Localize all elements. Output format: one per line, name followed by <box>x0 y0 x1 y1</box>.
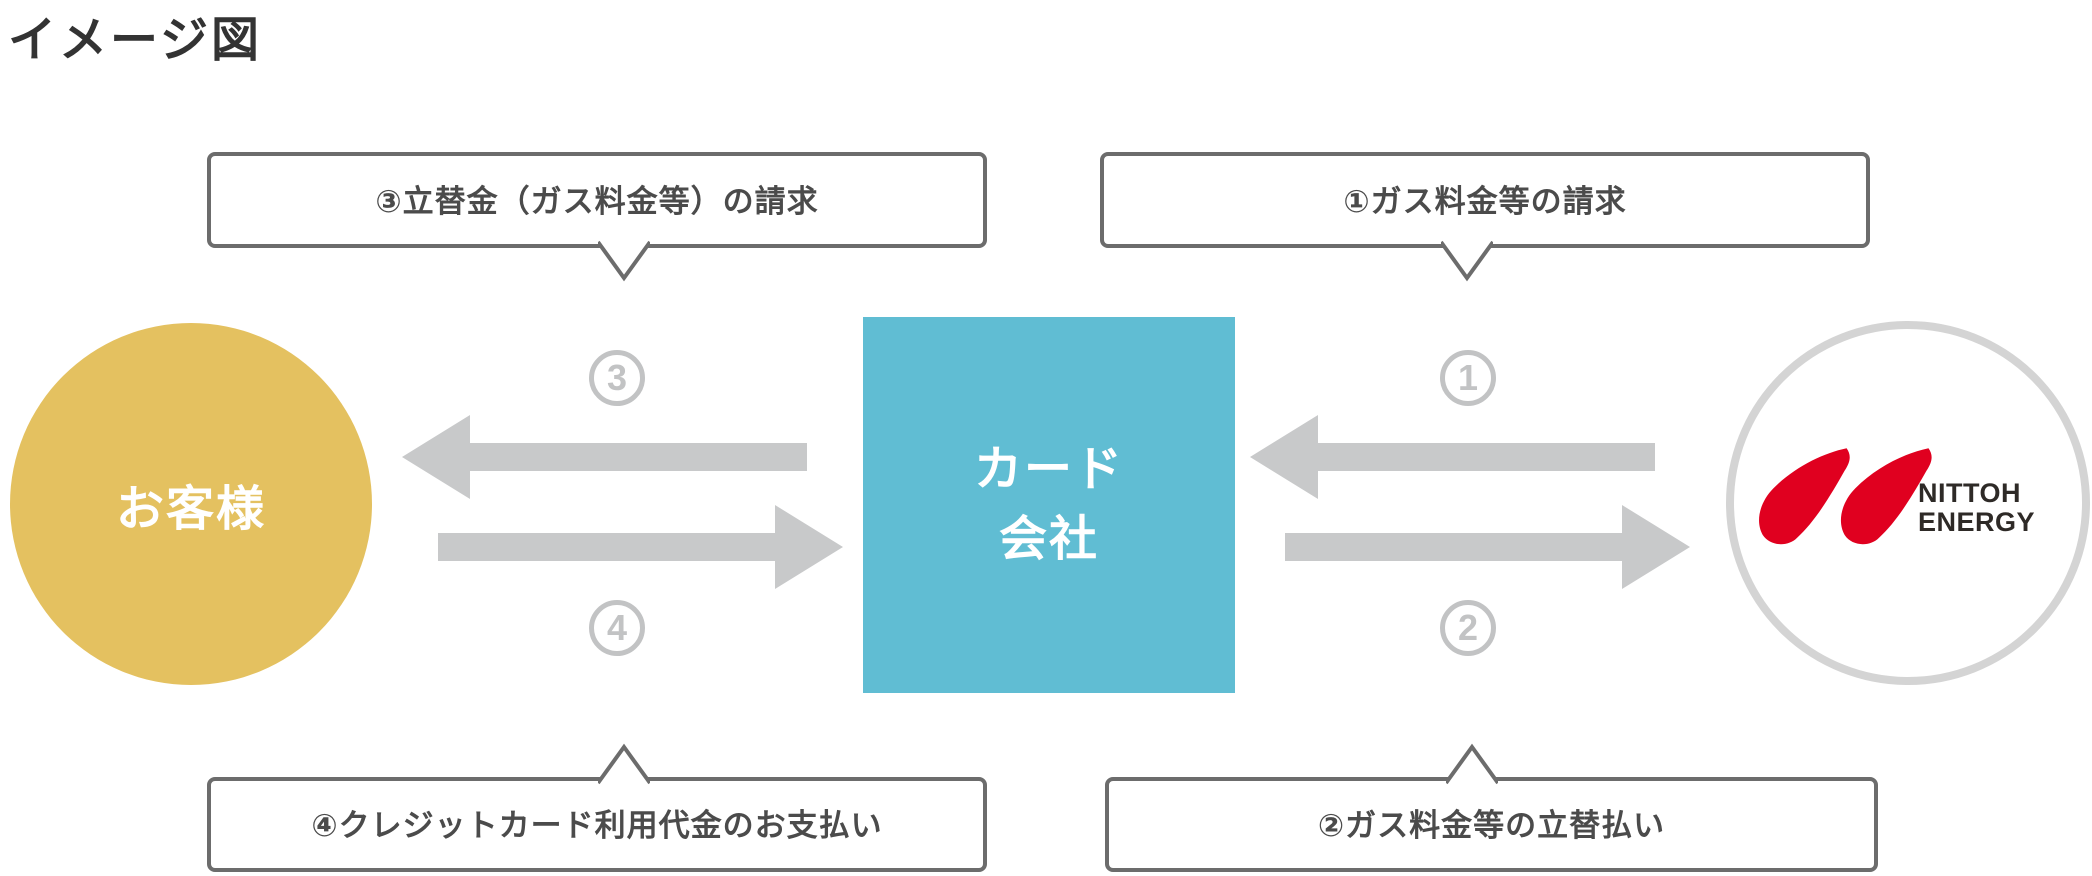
callout-step1-gas-billing: ①ガス料金等の請求 <box>1100 152 1870 282</box>
callout-notch-up-icon <box>1446 743 1498 785</box>
callout-notch-down-icon <box>1441 240 1493 282</box>
callout-notch-up-icon <box>598 743 650 785</box>
callout-step2-label: ②ガス料金等の立替払い <box>1317 808 1666 843</box>
callout-step1-label: ①ガス料金等の請求 <box>1343 183 1627 219</box>
arrow-left-energy-to-card-icon <box>1250 415 1655 499</box>
circled-number-4: 4 <box>589 600 645 656</box>
callout-step2-advance-payment: ②ガス料金等の立替払い <box>1105 743 1878 872</box>
arrow-left-card-to-customer-icon <box>402 415 807 499</box>
callout-step3-advance-billing: ③立替金（ガス料金等）の請求 <box>207 152 987 282</box>
customer-label: お客様 <box>115 483 266 536</box>
energy-company-name-line1: NITTOH <box>1918 478 2021 508</box>
callout-notch-down-icon <box>598 240 650 282</box>
arrow-right-customer-to-card-icon <box>438 505 843 589</box>
card-company-node: カード 会社 <box>863 317 1235 693</box>
diagram-title: イメージ図 <box>8 14 263 67</box>
callout-step4-card-payment: ④クレジットカード利用代金のお支払い <box>207 743 987 872</box>
energy-company-node: NITTOH ENERGY <box>1726 321 2090 685</box>
energy-company-name-line2: ENERGY <box>1918 506 2036 537</box>
card-company-label-line1: カード <box>973 443 1124 497</box>
callout-step4-label: ④クレジットカード利用代金のお支払い <box>311 808 883 843</box>
callout-step3-label: ③立替金（ガス料金等）の請求 <box>375 183 819 219</box>
circled-number-2: 2 <box>1440 600 1496 656</box>
circled-number-3: 3 <box>589 350 645 406</box>
card-company-label-line2: 会社 <box>998 513 1099 566</box>
circled-number-1: 1 <box>1440 350 1496 406</box>
nittoh-logo-icon <box>1759 448 1932 545</box>
energy-company-name: NITTOH ENERGY <box>1918 479 2035 536</box>
card-company-label: カード 会社 <box>974 435 1124 574</box>
arrow-right-card-to-energy-icon <box>1285 505 1690 589</box>
customer-node: お客様 <box>10 323 372 685</box>
